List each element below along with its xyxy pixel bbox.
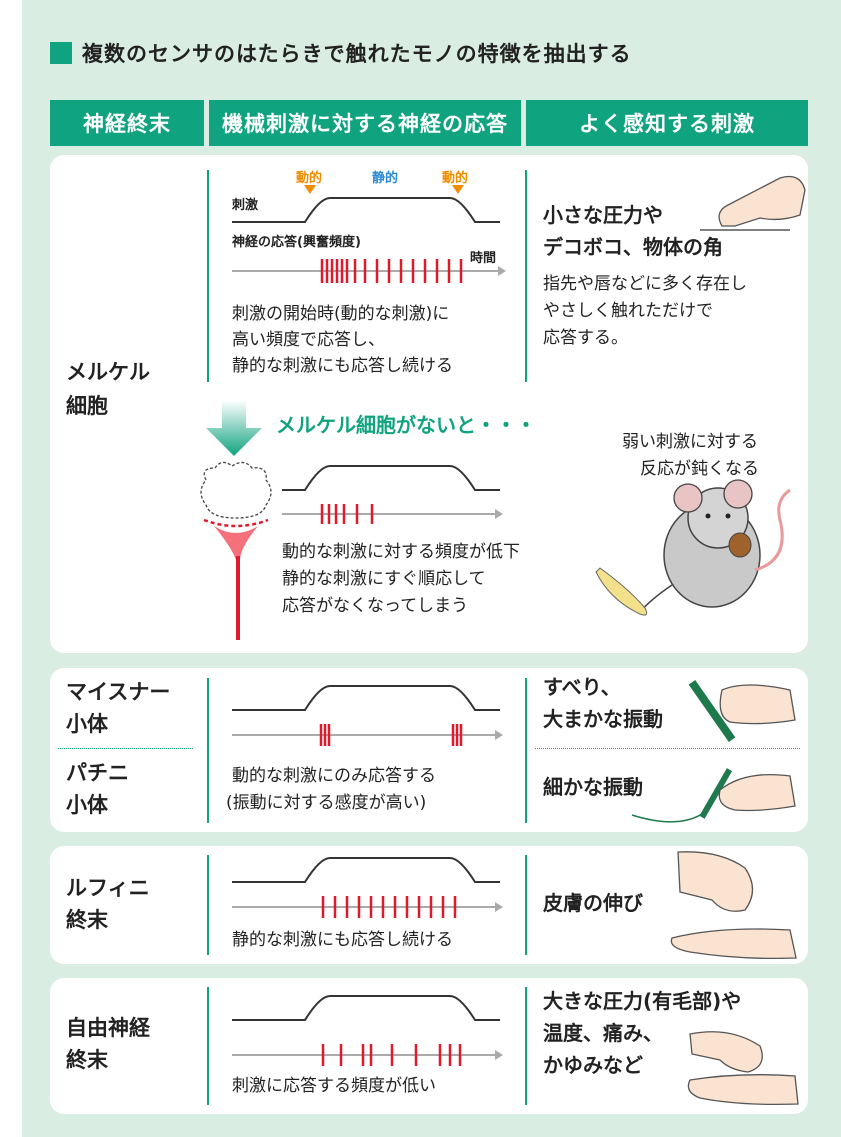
section-heading: 複数のセンサのはたらきで触れたモノの特徴を抽出する <box>50 38 632 68</box>
ruffini-desc: 静的な刺激にも応答し続ける <box>232 930 453 950</box>
free-divider-right <box>525 987 527 1105</box>
mp-desc-line2: (振動に対する感度が高い) <box>226 793 427 813</box>
ruffini-divider-left <box>207 855 209 955</box>
merkel-without-title: メルケル細胞がないと・・・ <box>276 413 536 437</box>
label-dynamic-1: 動的 <box>296 171 323 186</box>
pinching-hands-icon <box>687 1031 799 1106</box>
heading-text: 複数のセンサのはたらきで触れたモノの特徴を抽出する <box>82 42 632 66</box>
pacini-sense: 細かな振動 <box>543 775 643 799</box>
label-static: 静的 <box>372 171 399 186</box>
skin-stretch-hands-icon <box>670 851 797 960</box>
ruffini-divider-right <box>525 855 527 955</box>
dynamic-arrow-icons <box>304 185 464 194</box>
header-col-stimulus: よく感知する刺激 <box>526 100 808 146</box>
merkel-sense-line4: やさしく触れただけで <box>543 301 713 321</box>
free-sense-line2: 温度、痛み、 <box>543 1021 663 1045</box>
merkel-cell-icon <box>200 461 272 640</box>
label-time: 時間 <box>470 251 497 266</box>
free-sense-line3: かゆみなど <box>543 1053 643 1077</box>
merkel-desc-line1: 刺激の開始時(動的な刺激)に <box>232 304 450 324</box>
free-sense-line1: 大きな圧力(有毛部)や <box>543 989 742 1013</box>
mp-divider-left <box>207 678 209 823</box>
pacini-name-line1: パチニ <box>66 761 129 785</box>
merkel-divider-left <box>207 170 209 382</box>
header-col-response: 機械刺激に対する神経の応答 <box>209 100 521 146</box>
meissner-pacini-trace <box>232 685 503 746</box>
ruffini-sense: 皮膚の伸び <box>543 891 643 915</box>
meissner-name-line2: 小体 <box>66 712 108 736</box>
ruffini-name-line2: 終末 <box>66 908 108 932</box>
without-line1: 動的な刺激に対する頻度が低下 <box>282 542 520 562</box>
mouse-caption-line2: 反応が鈍くなる <box>640 459 759 479</box>
meissner-name-line1: マイスナー <box>66 680 171 704</box>
mp-desc-line1: 動的な刺激にのみ応答する <box>232 766 436 786</box>
meissner-pacini-card <box>50 668 808 832</box>
mp-divider-right <box>525 678 527 823</box>
meissner-sense-line2: 大まかな振動 <box>543 707 663 731</box>
header-col-nerve-ending: 神経終末 <box>50 100 204 146</box>
label-response: 神経の応答(興奮頻度) <box>232 235 361 250</box>
pacini-name-line2: 小体 <box>66 793 108 817</box>
meissner-sense-line1: すべり、 <box>543 675 621 699</box>
down-arrow-icon <box>206 400 262 456</box>
merkel-stimulus-trace <box>232 197 506 283</box>
merkel-sense-line3: 指先や唇などに多く存在し <box>543 274 747 294</box>
label-dynamic-2: 動的 <box>442 171 469 186</box>
free-nerve-card <box>50 978 808 1114</box>
without-line3: 応答がなくなってしまう <box>282 596 469 616</box>
merkel-sense-line1: 小さな圧力や <box>543 203 663 227</box>
merkel-name-line1: メルケル <box>66 360 150 384</box>
merkel-sense-line2: デコボコ、物体の角 <box>543 235 723 259</box>
merkel-name-line2: 細胞 <box>66 394 108 418</box>
label-stimulus: 刺激 <box>232 198 259 213</box>
mouse-icon <box>595 479 791 616</box>
merkel-sense-line5: 応答する。 <box>543 328 628 348</box>
merkel-desc-line3: 静的な刺激にも応答し続ける <box>232 356 453 376</box>
hand-stick-icon <box>688 680 796 742</box>
mp-right-separator <box>535 748 800 749</box>
free-desc: 刺激に応答する頻度が低い <box>232 1076 436 1096</box>
free-name-line1: 自由神経 <box>66 1016 150 1040</box>
ruffini-trace <box>232 857 503 918</box>
fingertip-touch-icon <box>700 175 806 231</box>
ruffini-name-line1: ルフィニ <box>66 876 150 900</box>
without-line2: 静的な刺激にすぐ順応して <box>282 569 486 589</box>
merkel-divider-right <box>525 170 527 382</box>
free-divider-left <box>207 987 209 1105</box>
mouse-caption-line1: 弱い刺激に対する <box>622 432 758 452</box>
hand-pen-icon <box>631 768 796 823</box>
free-name-line2: 終末 <box>66 1048 108 1072</box>
merkel-desc-line2: 高い頻度で応答し、 <box>232 330 385 350</box>
mp-left-separator <box>58 748 193 749</box>
free-nerve-trace <box>232 995 503 1066</box>
without-merkel-trace <box>282 465 503 524</box>
heading-square-icon <box>50 42 72 64</box>
